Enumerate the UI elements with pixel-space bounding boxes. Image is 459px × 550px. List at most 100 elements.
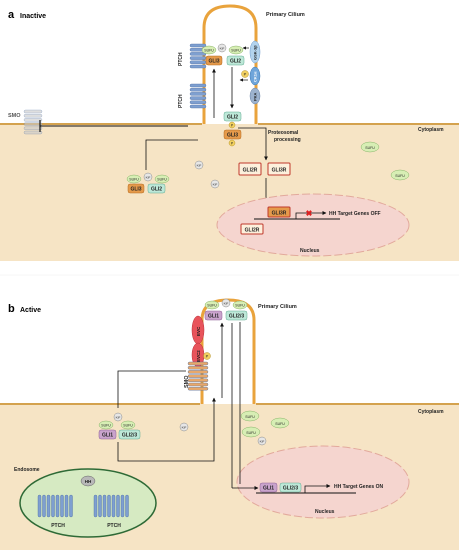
nucleus-b-shape bbox=[236, 445, 410, 519]
nucleus-a: Nucleus GLI3R GLI2R ✖ HH Target Genes OF… bbox=[216, 193, 410, 257]
phosphate-icon bbox=[241, 70, 249, 78]
smo-helix bbox=[187, 378, 209, 382]
gli2-box bbox=[226, 55, 245, 66]
ptch-helix bbox=[69, 494, 73, 518]
gsk3b-label: GSK-3β bbox=[253, 45, 258, 60]
nucleus-b: Nucleus GLI1 GLI2/3 HH Target Genes ON bbox=[232, 322, 410, 519]
gli-complex-cytoplasm-b: KIF SUFU SUFU GLI1 GLI2/3 bbox=[98, 397, 216, 462]
kif-label: KIF bbox=[146, 176, 151, 180]
panel-a-letter: a bbox=[8, 9, 15, 21]
gli3r-label: GLI3R bbox=[272, 168, 287, 174]
ptch-helix bbox=[46, 494, 51, 518]
cilium-label-a: Primary Cilium bbox=[266, 12, 305, 18]
sufu-label: SUFU bbox=[231, 49, 241, 53]
phosphate-label: P bbox=[244, 72, 247, 77]
kif-circle bbox=[221, 298, 231, 308]
kif-label: KIF bbox=[260, 440, 265, 444]
kif-label: KIF bbox=[197, 164, 202, 168]
gli3-p-box bbox=[223, 129, 242, 140]
gli23-box bbox=[118, 429, 141, 440]
ptch-helix bbox=[189, 96, 207, 100]
nucleus-label-a: Nucleus bbox=[300, 248, 320, 254]
cytoplasm-proteins-a: SUFU SUFU KIF KIF bbox=[194, 141, 410, 189]
phosphate-label: P bbox=[231, 142, 234, 146]
sufu-oval bbox=[232, 300, 248, 310]
ptch-helix bbox=[189, 52, 207, 56]
ptch-helix bbox=[102, 494, 107, 518]
ptch-label-a1: PTCH bbox=[178, 52, 184, 66]
sufu-oval bbox=[98, 420, 114, 430]
gli-complex-cytoplasm-a: SUFU KIF SUFU GLI3 GLI2 bbox=[126, 139, 198, 194]
sufu-label: SUFU bbox=[395, 174, 405, 178]
nucleus-label-b: Nucleus bbox=[315, 509, 335, 515]
cytoplasm-proteins-b: KIF SUFU SUFU SUFU KIF bbox=[179, 410, 290, 446]
smo-helix bbox=[187, 366, 209, 370]
ptch-helix bbox=[189, 83, 207, 88]
endosome-label: Endosome bbox=[14, 467, 40, 473]
smo-helix bbox=[187, 374, 209, 378]
kif-label: KIF bbox=[182, 426, 187, 430]
complex-to-cilium-arrow bbox=[145, 139, 198, 170]
smo-helix bbox=[187, 387, 209, 391]
sufu-label: SUFU bbox=[129, 178, 139, 182]
gene-off-cross-icon: ✖ bbox=[306, 209, 313, 218]
nucleus-a-shape bbox=[216, 193, 410, 257]
kif-circle bbox=[179, 422, 189, 432]
gli3r-nuclear-box bbox=[267, 206, 291, 218]
kif-label: KIF bbox=[116, 416, 121, 420]
kif-label: KIF bbox=[213, 183, 218, 187]
endosome: Endosome HH PTCH PTCH bbox=[14, 467, 157, 538]
gli3r-box bbox=[267, 162, 291, 176]
sufu-oval bbox=[241, 426, 261, 438]
gli1-box bbox=[204, 310, 223, 321]
sufu-label: SUFU bbox=[101, 424, 111, 428]
sufu-label: SUFU bbox=[245, 415, 255, 419]
gli3-p-label: GLI3 bbox=[227, 133, 238, 139]
ptch-helix bbox=[51, 494, 55, 518]
gli2-label: GLI2 bbox=[230, 59, 241, 65]
sufu-label: SUFU bbox=[275, 422, 285, 426]
ptch-helix bbox=[55, 494, 60, 518]
smo-helix bbox=[23, 118, 43, 122]
smo-inactive-a: SMO bbox=[8, 109, 188, 135]
smo-helix bbox=[23, 130, 43, 135]
processing-arrow bbox=[238, 127, 268, 161]
kif-label: KIF bbox=[220, 47, 225, 51]
gli1-nuclear-label: GLI1 bbox=[263, 486, 274, 492]
gli2-p-label: GLI2 bbox=[227, 115, 238, 121]
phosphate-icon bbox=[228, 139, 236, 147]
ptch-helix bbox=[189, 100, 207, 105]
ptch-label-e1: PTCH bbox=[51, 523, 65, 529]
gli1-box bbox=[98, 429, 117, 440]
ptch-helix bbox=[189, 87, 207, 92]
smo-label-a: SMO bbox=[8, 113, 21, 119]
gli1-nuclear-box bbox=[259, 482, 278, 493]
gli-complex-cilium-b: SUFU KIF SUFU GLI1 GLI2/3 bbox=[204, 298, 248, 488]
cytoplasm-label-a: Cytoplasm bbox=[418, 127, 444, 133]
gli23-box bbox=[225, 310, 248, 321]
gli1-label: GLI1 bbox=[208, 314, 219, 320]
sufu-label: SUFU bbox=[123, 424, 133, 428]
gli2r-box bbox=[238, 162, 262, 176]
gli2r-nuclear-box bbox=[240, 223, 264, 235]
ptch-helix bbox=[125, 494, 129, 518]
cilium-label-b: Primary Cilium bbox=[258, 304, 297, 310]
pka-label: PKA bbox=[253, 92, 258, 101]
gli3r-nuclear-label: GLI3R bbox=[272, 211, 287, 217]
ptch-cilium-a: PTCH PTCH bbox=[178, 43, 207, 109]
ck1a-label: CK1α bbox=[253, 71, 258, 82]
ptch-helix bbox=[120, 494, 125, 518]
kif-circle bbox=[257, 436, 267, 446]
ptch-helix bbox=[111, 494, 116, 518]
gli2-box bbox=[147, 183, 166, 194]
kif-circle bbox=[113, 412, 123, 422]
smo-helix bbox=[187, 382, 209, 387]
smo-helix bbox=[23, 122, 43, 126]
smo-helix bbox=[187, 370, 209, 374]
gli3-box bbox=[205, 55, 223, 66]
sufu-oval bbox=[204, 300, 220, 310]
pka-oval bbox=[249, 87, 261, 105]
ptch-helix bbox=[42, 494, 46, 518]
ptch-helix bbox=[60, 494, 64, 518]
